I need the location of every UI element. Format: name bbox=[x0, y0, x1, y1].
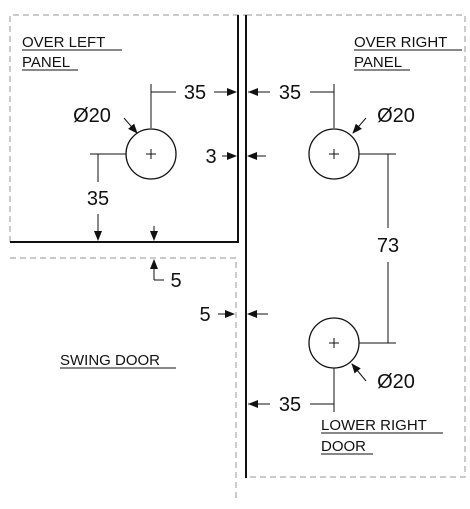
lower-right-door-label: LOWER RIGHT DOOR bbox=[321, 417, 443, 455]
dim-gap-top-value: 3 bbox=[205, 146, 216, 168]
dim-right-horizontal: 35 bbox=[248, 82, 335, 128]
over-left-label-line1: OVER LEFT bbox=[22, 34, 105, 51]
dim-left-vertical: 35 bbox=[87, 153, 126, 241]
over-right-panel-outline bbox=[246, 14, 466, 478]
over-left-panel-outline bbox=[9, 14, 246, 242]
dim-right-horizontal-value: 35 bbox=[279, 82, 301, 104]
swing-door-label-text: SWING DOOR bbox=[60, 352, 160, 369]
lower-hinge-hole bbox=[308, 317, 360, 369]
over-right-panel-label: OVER RIGHT PANEL bbox=[354, 34, 462, 71]
lower-right-label-line2: DOOR bbox=[321, 438, 366, 455]
dim-gap-under-panel: 5 bbox=[150, 226, 182, 292]
right-diameter-value: Ø20 bbox=[377, 105, 415, 127]
dim-gap-top: 3 bbox=[205, 146, 266, 168]
dim-gap-side-value: 5 bbox=[199, 304, 210, 326]
over-right-label-line1: OVER RIGHT bbox=[354, 34, 447, 51]
swing-door-outline bbox=[10, 257, 237, 498]
over-left-label-line2: PANEL bbox=[22, 54, 70, 71]
dim-vertical-between-holes-value: 73 bbox=[377, 235, 399, 257]
over-right-label-line2: PANEL bbox=[354, 54, 402, 71]
right-hinge-hole bbox=[308, 128, 360, 180]
lower-diameter-callout: Ø20 bbox=[351, 363, 415, 393]
left-diameter-callout: Ø20 bbox=[73, 105, 138, 134]
left-diameter-value: Ø20 bbox=[73, 105, 111, 127]
dim-left-vertical-value: 35 bbox=[87, 188, 109, 210]
over-left-panel-edge bbox=[10, 15, 239, 243]
dim-lower-horizontal-value: 35 bbox=[279, 394, 301, 416]
dim-left-horizontal-value: 35 bbox=[184, 82, 206, 104]
dim-gap-under-panel-value: 5 bbox=[170, 270, 181, 292]
left-hinge-hole bbox=[125, 128, 177, 180]
over-left-panel-label: OVER LEFT PANEL bbox=[22, 34, 122, 71]
lower-right-label-line1: LOWER RIGHT bbox=[321, 417, 427, 434]
lower-diameter-value: Ø20 bbox=[377, 371, 415, 393]
dim-left-horizontal: 35 bbox=[150, 82, 237, 128]
dim-gap-side: 5 bbox=[199, 304, 268, 326]
dim-lower-horizontal: 35 bbox=[248, 368, 335, 416]
dim-vertical-between-holes: 73 bbox=[359, 153, 399, 344]
right-diameter-callout: Ø20 bbox=[352, 105, 415, 134]
swing-door-label: SWING DOOR bbox=[60, 352, 176, 369]
